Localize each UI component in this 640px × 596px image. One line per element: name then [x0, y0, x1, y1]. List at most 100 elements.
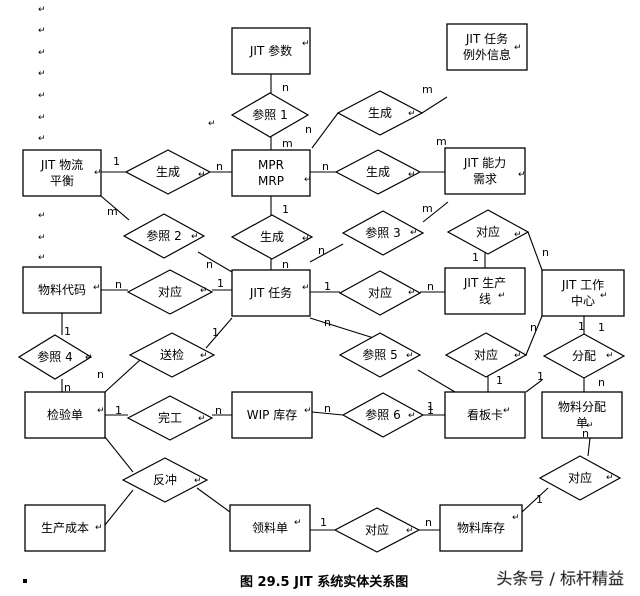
entity-label-jit-exception: JIT 任务: [465, 31, 508, 46]
entity-label-jit-task: JIT 任务: [249, 285, 292, 300]
connector-line: [422, 201, 449, 223]
cardinality-c-dist-1: 1: [536, 493, 543, 506]
paragraph-marks: ↵↵↵↵↵↵↵↵↵↵↵↵↵↵↵↵↵↵↵↵↵↵↵↵↵↵↵↵↵↵↵↵↵↵↵↵↵↵↵↵…: [38, 5, 614, 536]
relationship-label-corr-dist: 对应: [568, 470, 592, 485]
connector-line: [309, 317, 381, 341]
cardinality-c-exc-n: n: [305, 123, 312, 136]
entity-label-material-code: 物料代码: [38, 283, 86, 297]
entity-box-jit-task: [231, 269, 311, 317]
relationship-diamond-gen-exc: [336, 90, 424, 136]
cardinality-c-stock-n: n: [425, 516, 432, 529]
entity-box-jit-balance: [22, 149, 102, 197]
connector-line: [525, 315, 543, 356]
paragraph-mark-icon: ↵: [38, 26, 46, 36]
entity-box-jit-exception: [446, 23, 528, 71]
relationship-label-gen-bal: 生成: [156, 165, 180, 179]
cardinality-c-ref1-n: n: [282, 81, 289, 94]
relationship-diamond-gen-cap: [334, 149, 422, 195]
watermark-text: 头条号 / 标杆精益: [496, 569, 624, 588]
paragraph-mark-icon: ↵: [38, 91, 46, 101]
cardinality-c-cap-n: n: [322, 160, 329, 173]
paragraph-mark-icon: ↵: [198, 414, 206, 424]
cardinality-c-ref3-n: n: [318, 244, 325, 257]
entity-label-jit-balance: JIT 物流: [40, 158, 83, 172]
relationship-label-ref1: 参照 1: [252, 107, 287, 122]
cardinality-c-send-1: 1: [212, 326, 219, 339]
entity-label-jit-capacity: JIT 能力: [463, 156, 506, 170]
paragraph-mark-icon: ↵: [408, 288, 416, 298]
cardinality-c-tl-1: 1: [324, 280, 331, 293]
paragraph-mark-icon: ↵: [514, 43, 522, 53]
relationship-diamond-assign: [542, 333, 626, 379]
relationship-diamond-ref2: [122, 213, 206, 259]
entity-label-picking: 领料单: [252, 521, 288, 535]
relationship-label-gen-exc: 生成: [368, 106, 392, 120]
entity-box-jit-capacity: [444, 147, 526, 195]
paragraph-mark-icon: ↵: [38, 5, 46, 15]
paragraph-mark-icon: ↵: [586, 421, 594, 431]
paragraph-mark-icon: ↵: [606, 351, 614, 361]
cardinality-c-bal-1: 1: [113, 155, 120, 168]
paragraph-mark-icon: ↵: [38, 211, 46, 221]
entity-box-mpr-mrp: [231, 149, 311, 197]
entity-box-wip: [231, 391, 313, 439]
cardinality-c-comp-1: 1: [115, 404, 122, 417]
entity-box-cost: [24, 504, 106, 552]
relationship-label-ref2: 参照 2: [146, 228, 181, 243]
relationship-label-gen-task: 生成: [260, 230, 284, 244]
connector-line: [205, 317, 233, 349]
paragraph-mark-icon: ↵: [200, 286, 208, 296]
paragraph-mark-icon: ↵: [38, 134, 46, 144]
cardinality-c-gen-n: n: [282, 258, 289, 271]
entity-label-jit-exception: 例外信息: [463, 47, 511, 62]
paragraph-mark-icon: ↵: [408, 170, 416, 180]
cardinality-c-assign-1c: 1: [578, 320, 585, 333]
connector-lines: [61, 74, 591, 531]
cardinality-c-ref3-m: m: [422, 202, 433, 215]
entity-box-jit-params: [231, 27, 311, 75]
connector-line: [197, 251, 233, 273]
paragraph-mark-icon: ↵: [406, 526, 414, 536]
relationship-label-assign: 分配: [572, 349, 596, 363]
paragraph-mark-icon: ↵: [93, 283, 101, 293]
connector-line: [521, 487, 549, 513]
paragraph-mark-icon: ↵: [38, 69, 46, 79]
paragraph-mark-icon: ↵: [606, 473, 614, 483]
paragraph-mark-icon: ↵: [302, 39, 310, 49]
entity-box-jit-line: [444, 267, 526, 315]
connector-line: [421, 96, 448, 114]
cardinality-c-code-n: n: [115, 278, 122, 291]
paragraph-mark-icon: ↵: [302, 234, 310, 244]
cardinality-c-ref2-n: n: [206, 258, 213, 271]
cardinality-c-code-1: 1: [217, 277, 224, 290]
relationship-diamond-corr-dist: [538, 455, 622, 501]
relationship-label-corr-code: 对应: [158, 284, 182, 299]
paragraph-mark-icon: ↵: [208, 119, 216, 129]
cardinality-c-line-n: n: [542, 246, 549, 259]
paragraph-mark-icon: ↵: [38, 253, 46, 263]
paragraph-mark-icon: ↵: [514, 230, 522, 240]
entity-label-jit-center: JIT 工作: [561, 278, 604, 292]
paragraph-mark-icon: ↵: [38, 48, 46, 58]
cardinality-c-kb-n: n: [530, 321, 537, 334]
cardinality-c-ref4-n: n: [64, 381, 71, 394]
relationship-diamond-corr-code: [126, 269, 214, 315]
connector-line: [104, 436, 134, 473]
paragraph-mark-icon: ↵: [304, 175, 312, 185]
entity-label-jit-line: 线: [479, 292, 491, 306]
paragraph-mark-icon: ↵: [38, 113, 46, 123]
cardinality-c-stock-1: 1: [320, 516, 327, 529]
bullet-square: [23, 579, 27, 583]
paragraph-mark-icon: ↵: [512, 513, 520, 523]
entity-box-kanban: [444, 391, 526, 439]
relationship-diamond-ref5: [338, 332, 422, 378]
connector-line: [587, 437, 591, 457]
paragraph-mark-icon: ↵: [191, 232, 199, 242]
relationship-label-send: 送检: [160, 347, 184, 362]
relationship-label-ref6: 参照 6: [365, 407, 400, 422]
paragraph-mark-icon: ↵: [304, 406, 312, 416]
entity-label-jit-balance: 平衡: [50, 174, 74, 188]
entity-label-mpr-mrp: MRP: [258, 174, 284, 188]
